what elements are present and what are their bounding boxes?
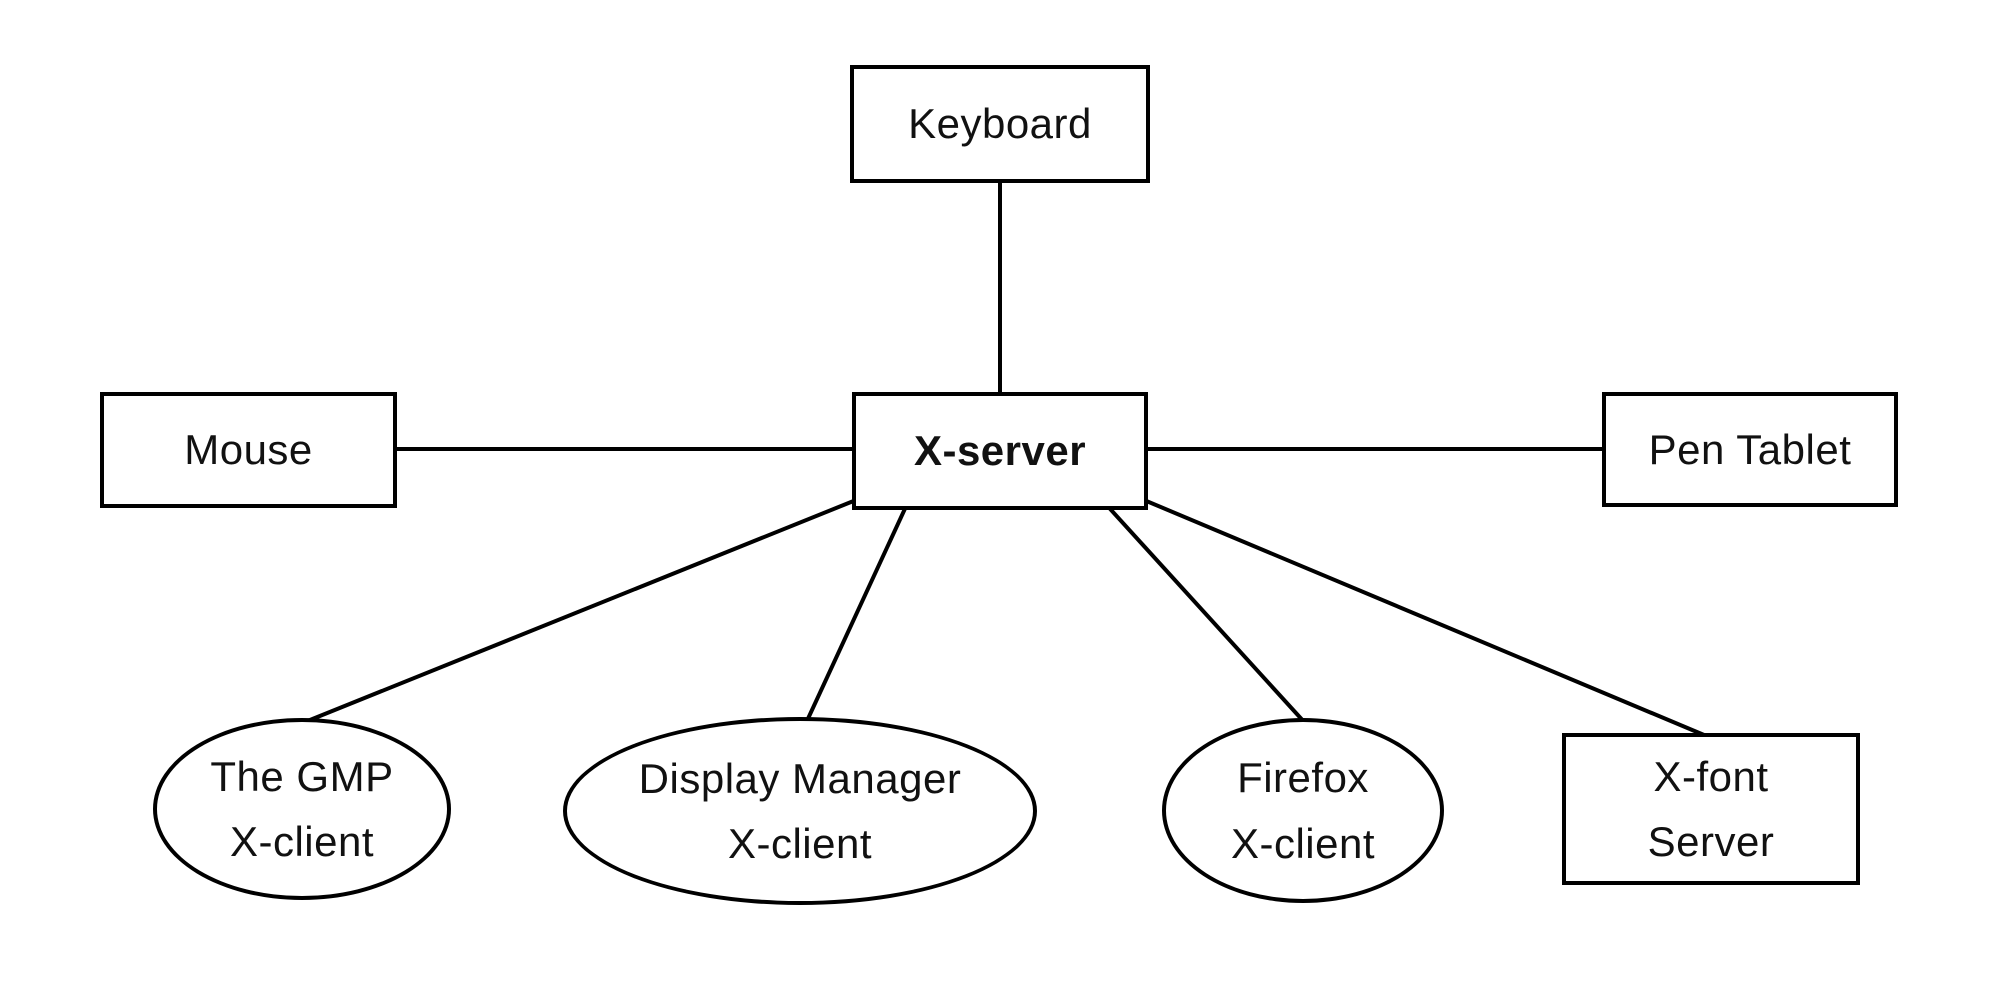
- edge-xserver-gmp: [299, 498, 857, 726]
- node-x-font-server: X-font Server: [1562, 733, 1860, 885]
- node-mouse: Mouse: [100, 392, 397, 508]
- node-pen-tablet: Pen Tablet: [1602, 392, 1898, 507]
- edge-xserver-firefox: [1100, 498, 1308, 726]
- node-firefox-x-client: Firefox X-client: [1162, 718, 1444, 903]
- node-x-server: X-server: [852, 392, 1148, 510]
- node-display-manager-x-client: Display Manager X-client: [563, 717, 1037, 905]
- node-keyboard: Keyboard: [850, 65, 1150, 183]
- edge-xserver-xfont: [1143, 498, 1717, 742]
- edge-xserver-displaymgr: [804, 499, 911, 724]
- node-gmp-x-client: The GMP X-client: [153, 718, 451, 900]
